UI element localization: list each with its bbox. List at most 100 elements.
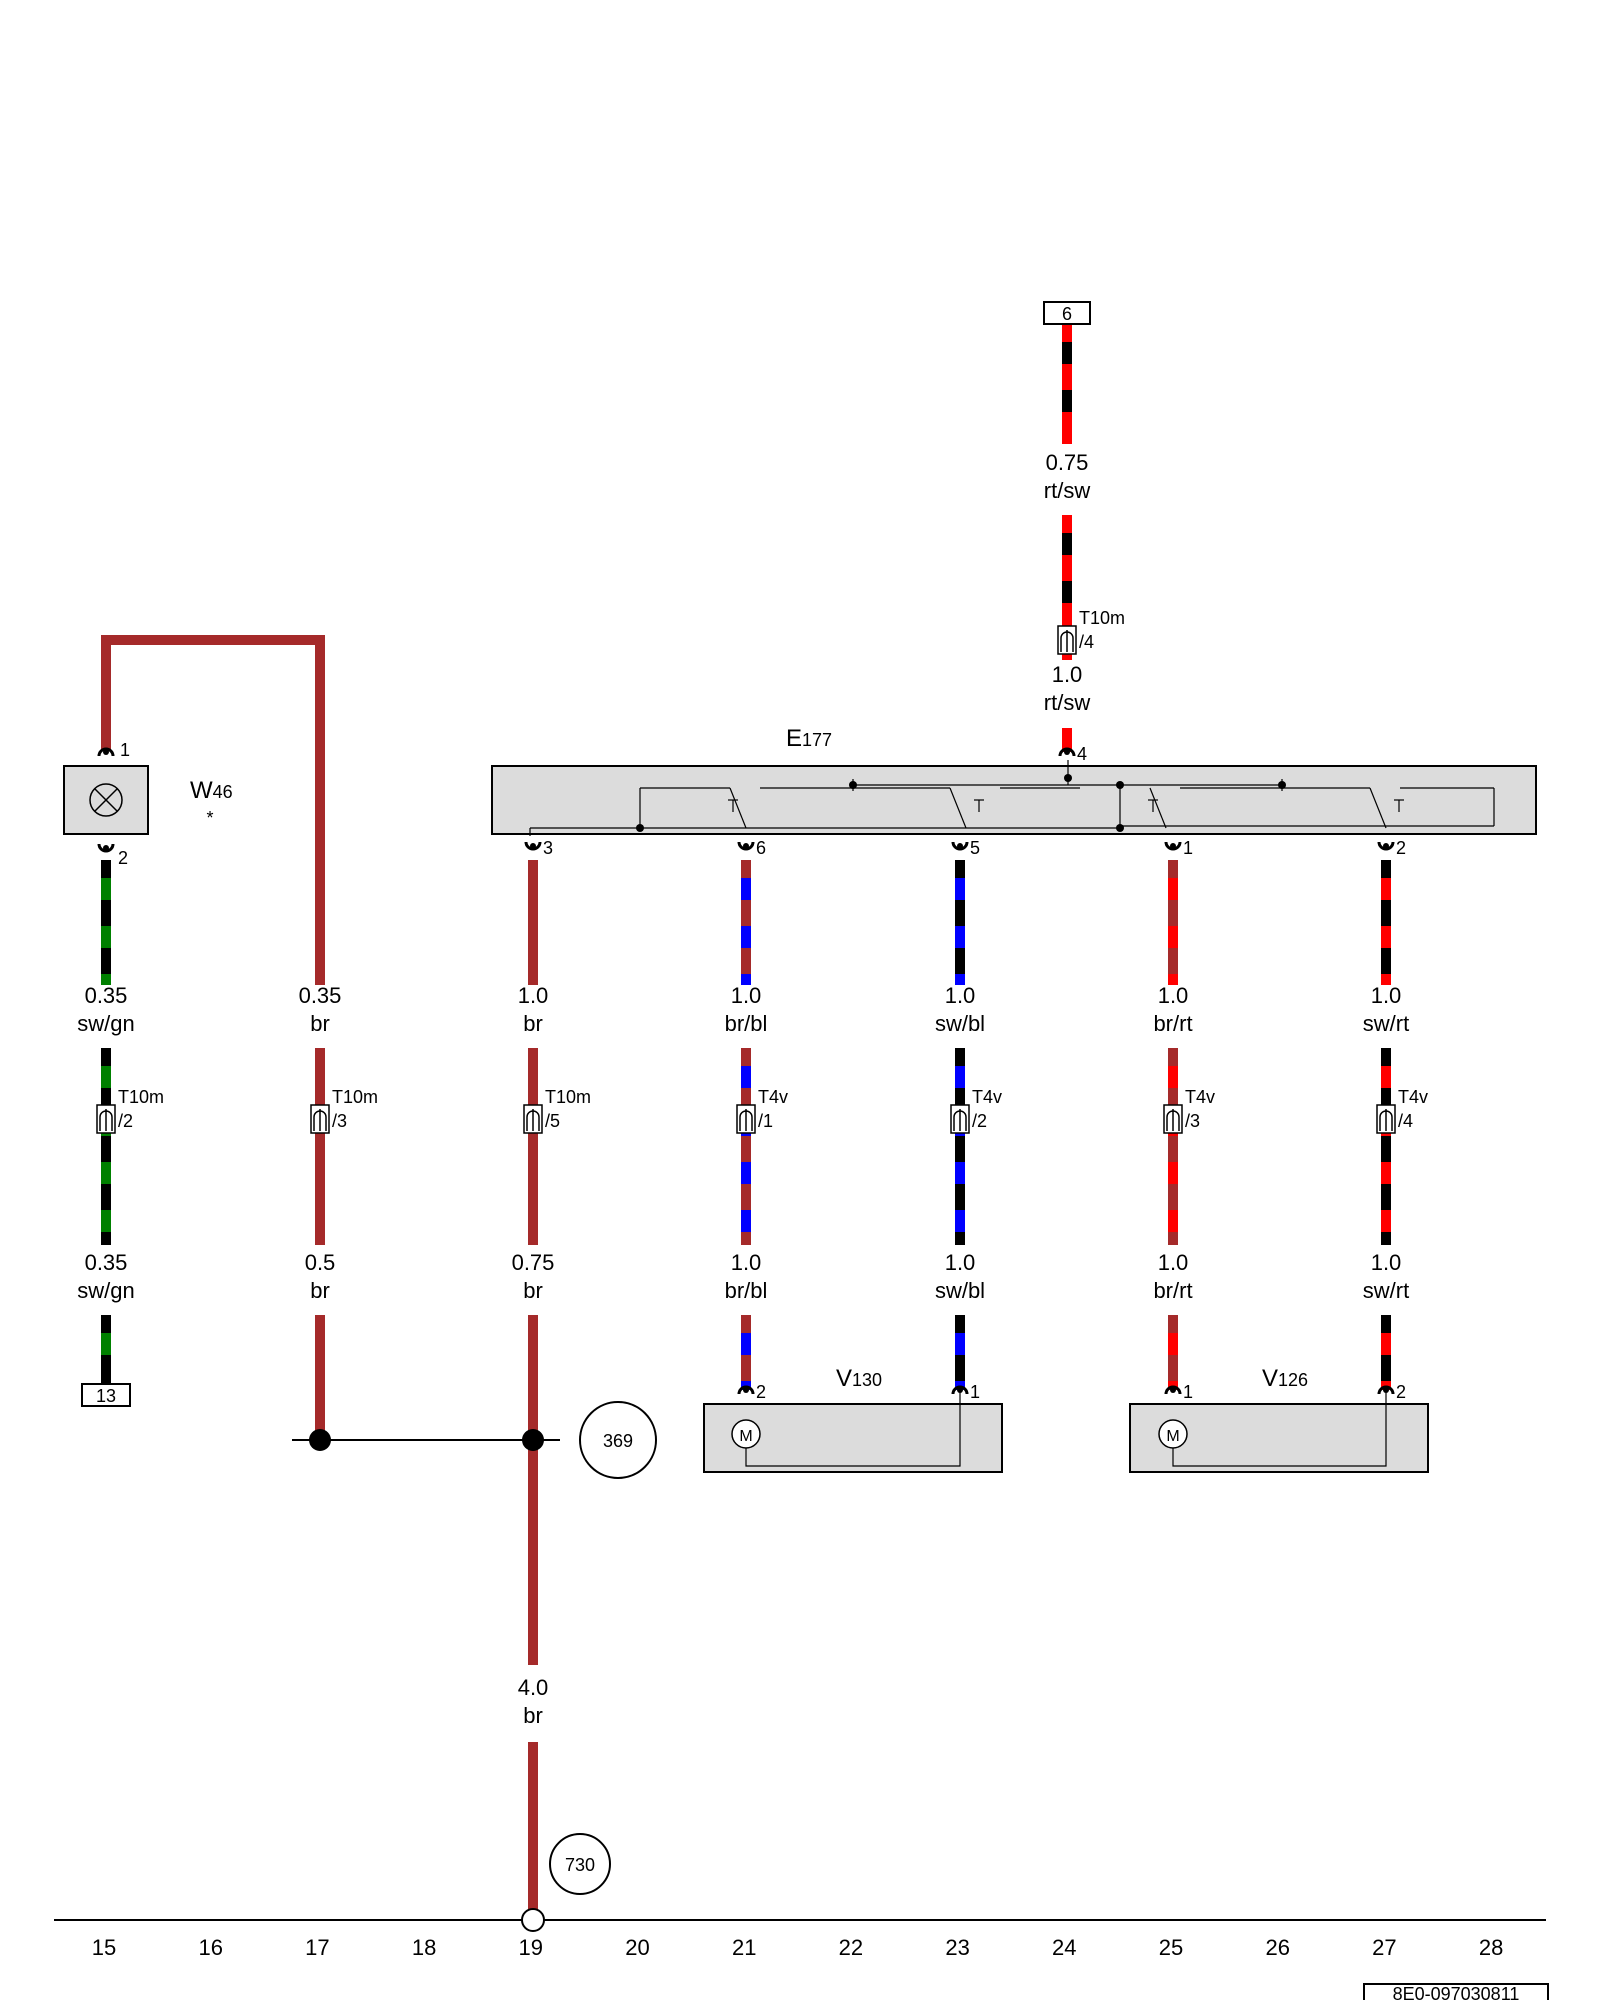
wire-ground-19: [528, 1440, 538, 1665]
ref-circle-369: 369: [579, 1401, 657, 1479]
wire-color-upper-19: br: [523, 1011, 543, 1036]
wire-color-upper-23: sw/bl: [935, 1011, 985, 1036]
connector-23: T4v/2: [950, 1087, 1002, 1134]
contact-2: [949, 787, 984, 829]
wire-size-upper-17: 0.35: [299, 983, 342, 1008]
motor-pin-27: 2: [1377, 1382, 1406, 1402]
w46-component: W46 * 1 2: [63, 740, 233, 868]
doc-code-box: 8E0-097030811: [1363, 1983, 1549, 2000]
svg-text:369: 369: [603, 1431, 633, 1451]
svg-text:/3: /3: [1185, 1111, 1200, 1131]
wire-upper-25: [1168, 860, 1178, 985]
svg-text:/2: /2: [972, 1111, 987, 1131]
wire-color-upper-17: br: [310, 1011, 330, 1036]
w46-pin-bottom: 2: [118, 848, 128, 868]
lamp-icon: [89, 783, 123, 817]
wire-bottom-17: [315, 1315, 325, 1440]
ref-circle-730: 730: [549, 1833, 611, 1895]
ref-box-6: 6: [1043, 301, 1091, 325]
motor-icon: M: [731, 1419, 761, 1449]
e177-pin-4: 4: [1058, 744, 1087, 764]
wire-size-upper-27: 1.0: [1371, 983, 1402, 1008]
grid-number-21: 21: [732, 1935, 756, 1960]
wire-color-lower-15: sw/gn: [77, 1278, 134, 1303]
wire-bottom-23: [955, 1315, 965, 1390]
ref-box-13: 13: [81, 1383, 131, 1407]
wire-upper-19: [528, 860, 538, 985]
wire-bottom-15: [101, 1315, 111, 1384]
e177-pin-1: 1: [1164, 838, 1193, 858]
motor-icon: M: [1158, 1419, 1188, 1449]
wire-mid-19: [528, 1048, 538, 1245]
connector-24: T10m/4: [1057, 608, 1125, 655]
contact-1: [728, 787, 747, 829]
connector-21: T4v/1: [736, 1087, 788, 1134]
wires-layer: [101, 324, 1391, 1909]
svg-text:6: 6: [756, 838, 766, 858]
wire-mid-21: [741, 1048, 751, 1245]
wire-size-lower-23: 1.0: [945, 1250, 976, 1275]
wire-mid-15: [101, 1048, 111, 1245]
svg-text:T10m: T10m: [332, 1087, 378, 1107]
grid-number-25: 25: [1159, 1935, 1183, 1960]
svg-text:5: 5: [970, 838, 980, 858]
connector-17: T10m/3: [310, 1087, 378, 1134]
wire-24-top: [1062, 324, 1072, 444]
wire-size-upper-23: 1.0: [945, 983, 976, 1008]
svg-text:4: 4: [1077, 744, 1087, 764]
w46-asterisk: *: [206, 808, 213, 828]
e177-label: E177: [786, 725, 832, 752]
svg-text:/3: /3: [332, 1111, 347, 1131]
connector-19: T10m/5: [523, 1087, 591, 1134]
grid-number-26: 26: [1265, 1935, 1289, 1960]
svg-text:/4: /4: [1079, 632, 1094, 652]
wire-color-upper-21: br/bl: [725, 1011, 768, 1036]
wire-size-lower-17: 0.5: [305, 1250, 336, 1275]
v126-label: V126: [1262, 1365, 1308, 1392]
motor-pin-21: 2: [737, 1382, 766, 1402]
svg-text:6: 6: [1062, 304, 1072, 324]
wire-color-ground: br: [523, 1703, 543, 1728]
svg-text:3: 3: [543, 838, 553, 858]
wire-bottom-25: [1168, 1315, 1178, 1390]
grid-number-18: 18: [412, 1935, 436, 1960]
svg-text:2: 2: [756, 1382, 766, 1402]
svg-text:/1: /1: [758, 1111, 773, 1131]
wire-color-upper-25: br/rt: [1153, 1011, 1192, 1036]
wire-color-upper-27: sw/rt: [1363, 1011, 1409, 1036]
e177-pin-6: 6: [737, 838, 766, 858]
svg-text:T10m: T10m: [545, 1087, 591, 1107]
wire-ground-19b: [528, 1742, 538, 1909]
connector-25: T4v/3: [1163, 1087, 1215, 1134]
svg-text:T4v: T4v: [758, 1087, 788, 1107]
grid-number-28: 28: [1479, 1935, 1503, 1960]
v130-label: V130: [836, 1365, 882, 1392]
v130-component: M V130: [703, 1365, 1003, 1473]
wire-size-upper-15: 0.35: [85, 983, 128, 1008]
wire-color-24-upper: rt/sw: [1044, 478, 1091, 503]
wire-size-lower-19: 0.75: [512, 1250, 555, 1275]
junction-dots: [636, 774, 1286, 832]
connector-27: T4v/4: [1376, 1087, 1428, 1134]
svg-text:730: 730: [565, 1855, 595, 1875]
svg-text:T4v: T4v: [1398, 1087, 1428, 1107]
svg-text:2: 2: [1396, 838, 1406, 858]
wire-mid-17: [315, 1048, 325, 1245]
wire-upper-23: [955, 860, 965, 985]
svg-text:M: M: [739, 1428, 752, 1445]
wire-bottom-27: [1381, 1315, 1391, 1390]
wire-mid-23: [955, 1048, 965, 1245]
grid-number-16: 16: [198, 1935, 222, 1960]
wire-upper-21: [741, 860, 751, 985]
contact-4: [1369, 787, 1404, 829]
svg-text:2: 2: [1396, 1382, 1406, 1402]
e177-component: E177: [491, 725, 1537, 836]
grid-number-24: 24: [1052, 1935, 1076, 1960]
grid-number-15: 15: [92, 1935, 116, 1960]
grid-number-19: 19: [519, 1935, 543, 1960]
wire-color-upper-15: sw/gn: [77, 1011, 134, 1036]
grid-number-17: 17: [305, 1935, 329, 1960]
wire-color-lower-17: br: [310, 1278, 330, 1303]
grid-number-27: 27: [1372, 1935, 1396, 1960]
